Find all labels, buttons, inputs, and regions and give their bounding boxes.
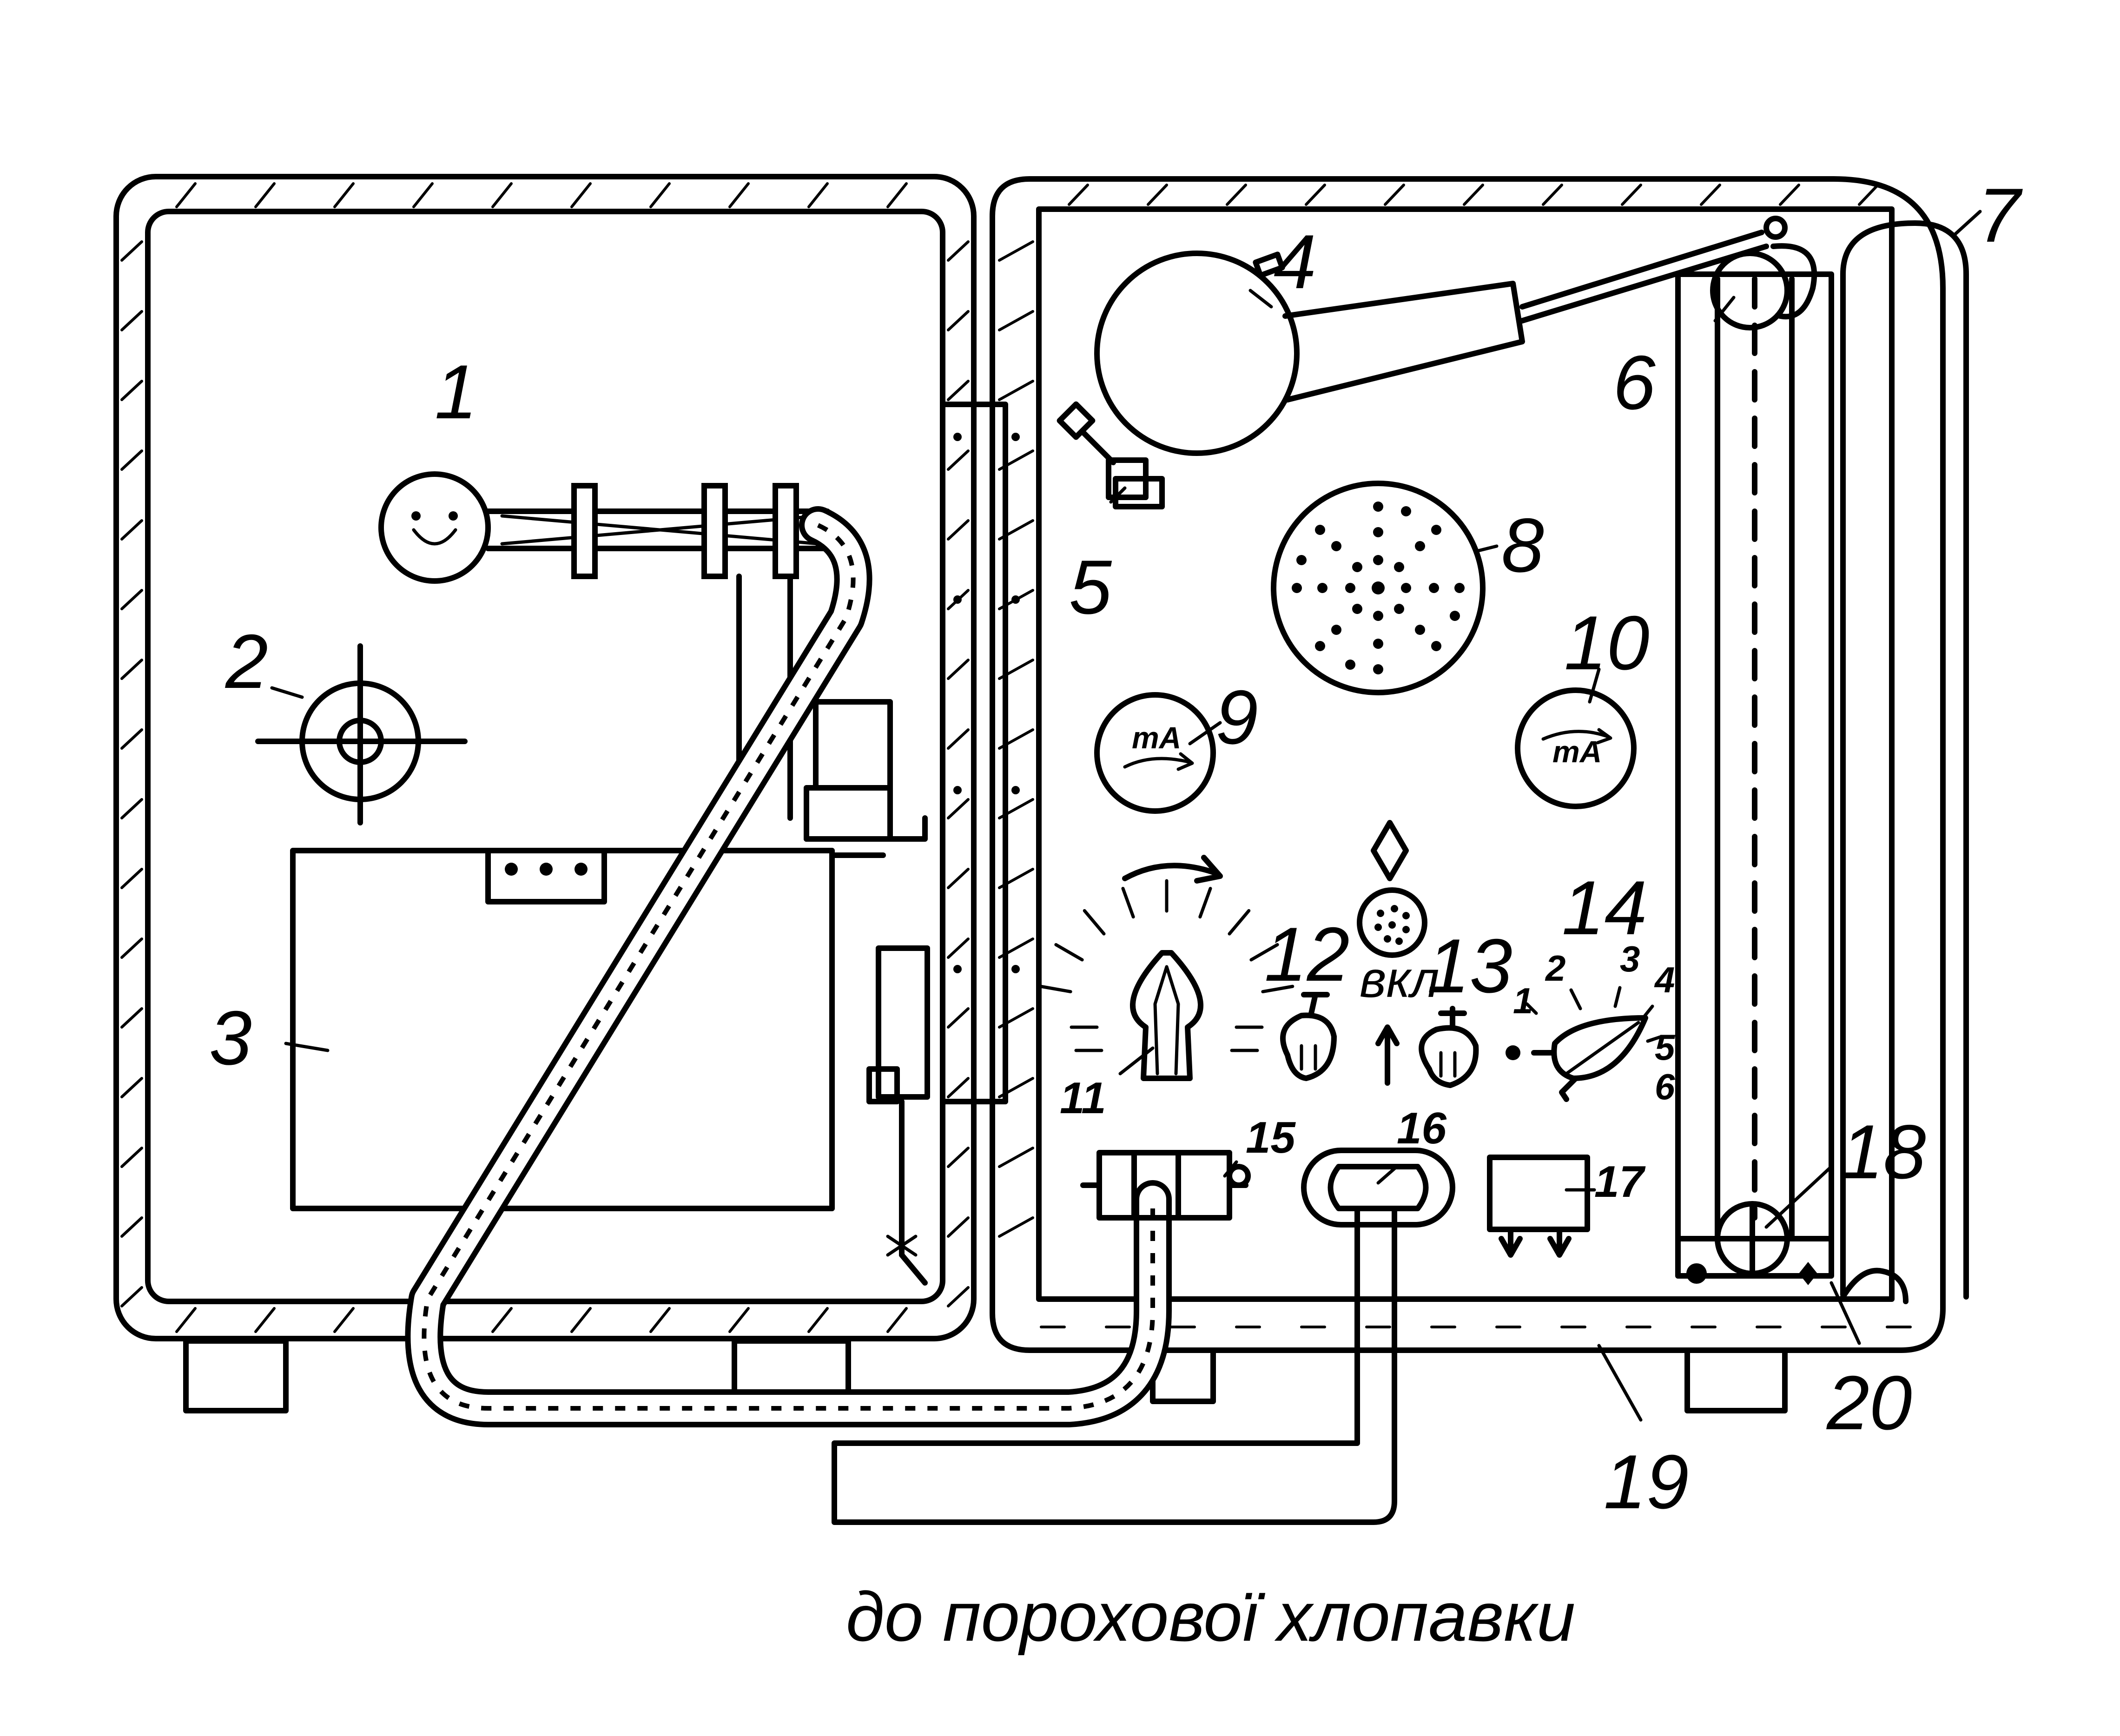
labels: 1 2 3 4 5 6 7 8 9 10 11 12 13 14 15 16 1… — [209, 172, 2023, 1656]
speaker-hole — [1331, 541, 1341, 551]
dial-5: 5 — [1655, 1027, 1676, 1068]
label-15: 15 — [1246, 1113, 1296, 1162]
speaker-hole — [1331, 625, 1341, 635]
leader-lines — [270, 210, 1982, 1422]
label-16: 16 — [1397, 1103, 1446, 1153]
speaker-hole — [1317, 583, 1327, 593]
speaker-hole — [1373, 611, 1383, 621]
indicator-grille — [1357, 887, 1427, 958]
on-arrow — [1375, 1024, 1400, 1086]
left-foot-left — [183, 1338, 289, 1413]
label-18: 18 — [1841, 1109, 1926, 1195]
speaker-hole — [1315, 525, 1325, 535]
label-13: 13 — [1427, 923, 1512, 1009]
braided-cable — [405, 506, 1172, 1427]
label-12: 12 — [1264, 911, 1350, 997]
label-17: 17 — [1594, 1157, 1646, 1207]
hinge-strip — [940, 402, 1020, 1104]
speaker-hole — [1373, 527, 1383, 537]
speaker-hole — [1401, 583, 1411, 593]
pulley-6 — [1710, 216, 1817, 330]
right-foot-right — [1684, 1347, 1788, 1413]
clip-5 — [1057, 401, 1165, 509]
label-20: 20 — [1826, 1360, 1912, 1446]
label-19: 19 — [1604, 1439, 1689, 1525]
rotary-knob-11 — [1039, 855, 1294, 1081]
speaker-hole — [1315, 641, 1325, 651]
meter-9-unit: mA — [1132, 720, 1181, 755]
on-label: вкл — [1360, 951, 1439, 1008]
speaker-hole — [1415, 541, 1425, 551]
speaker-hole — [1429, 583, 1439, 593]
scale-tube — [1675, 271, 1834, 1285]
speaker-hole — [1450, 611, 1460, 621]
left-case — [113, 174, 977, 1413]
speaker-hole — [1296, 555, 1307, 565]
label-5: 5 — [1069, 544, 1112, 630]
dial-2: 2 — [1545, 948, 1565, 989]
speaker-hole — [1454, 583, 1465, 593]
label-6: 6 — [1613, 340, 1656, 425]
speaker-hole — [1345, 660, 1355, 670]
caption: до порохової хлопавки — [846, 1578, 1575, 1656]
speaker-hole — [1352, 562, 1362, 572]
connector-15 — [1080, 1150, 1251, 1221]
label-4: 4 — [1274, 219, 1316, 304]
speaker-hole — [1373, 639, 1383, 649]
speaker-hole — [1373, 555, 1383, 565]
dial-6: 6 — [1655, 1066, 1675, 1107]
label-14: 14 — [1562, 865, 1647, 951]
label-1: 1 — [435, 349, 477, 435]
speaker-hole — [1415, 625, 1425, 635]
speaker-hole — [1394, 562, 1404, 572]
bottle-7 — [1840, 220, 1969, 1304]
speaker-hole — [1431, 641, 1441, 651]
port-16 — [832, 1148, 1455, 1525]
dial-1: 1 — [1513, 980, 1533, 1021]
handset-4 — [1094, 230, 1769, 456]
speaker-hole — [1401, 506, 1411, 516]
speaker-hole — [1394, 604, 1404, 614]
label-9: 9 — [1215, 674, 1258, 760]
speaker-hole — [1373, 502, 1383, 512]
toggle-13 — [1419, 1006, 1479, 1088]
dial-3: 3 — [1620, 938, 1640, 979]
speaker-hole — [1372, 581, 1385, 594]
speaker-hole — [1373, 664, 1383, 674]
speaker-hole — [1292, 583, 1302, 593]
block-17 — [1487, 1155, 1590, 1258]
meter-10-unit: mA — [1552, 734, 1602, 769]
selector-14 — [1506, 986, 1664, 1102]
speaker-hole — [1352, 604, 1362, 614]
crosshair-2 — [255, 643, 468, 825]
toggle-12 — [1280, 992, 1337, 1081]
box-3 — [290, 848, 835, 1211]
label-3: 3 — [209, 995, 252, 1081]
label-8: 8 — [1501, 502, 1544, 588]
meter-9: mA — [1094, 692, 1216, 814]
dial-4: 4 — [1654, 959, 1675, 1000]
label-10: 10 — [1564, 600, 1650, 686]
socket-1 — [378, 471, 830, 584]
label-11: 11 — [1060, 1073, 1106, 1123]
speaker-hole — [1345, 583, 1355, 593]
meter-10: mA — [1515, 687, 1637, 809]
label-2: 2 — [225, 619, 268, 704]
indicator-diamond — [1371, 820, 1409, 881]
speaker-hole — [1431, 525, 1441, 535]
label-7: 7 — [1978, 172, 2023, 258]
speaker-8 — [1271, 481, 1486, 695]
